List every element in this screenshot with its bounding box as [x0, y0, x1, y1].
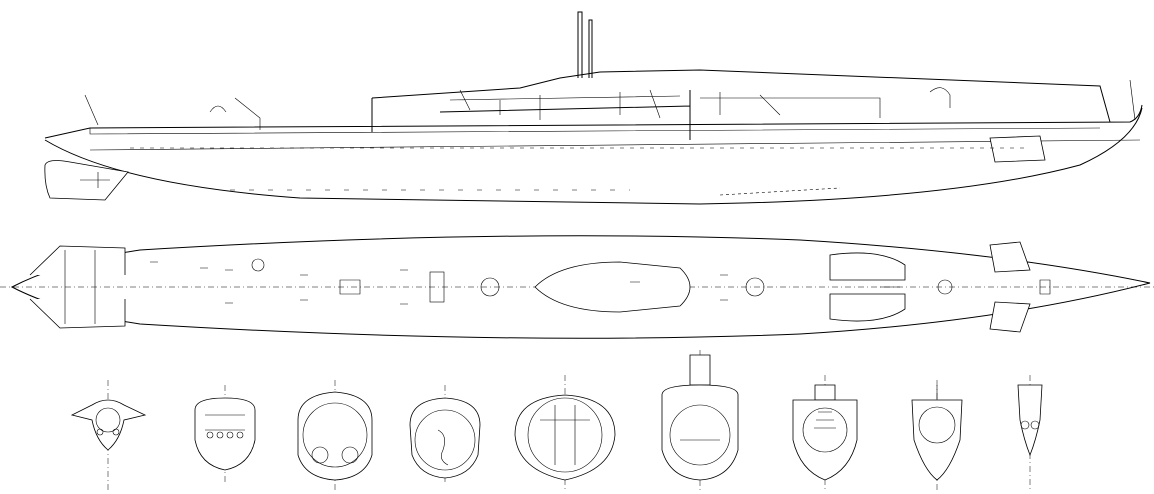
section-2 — [194, 385, 256, 485]
section-8 — [911, 380, 963, 490]
bow-plane-upper — [989, 241, 1031, 273]
gun-fwd — [929, 87, 951, 108]
hull-outline-top — [10, 235, 1151, 339]
cross-sections — [70, 350, 1043, 490]
radio-mast-aft — [84, 94, 99, 126]
section-3 — [297, 380, 373, 490]
bow-deck-top — [829, 252, 906, 322]
hull-deck-line — [44, 104, 1143, 139]
section-4 — [409, 385, 481, 485]
section-6 — [661, 350, 739, 490]
section-7 — [792, 375, 858, 490]
gun-mount-fwd — [745, 277, 765, 297]
conning-tower-top — [534, 261, 691, 313]
hull-bottom-line — [44, 107, 1143, 205]
bridge-details — [449, 89, 881, 120]
gun-mount-aft — [480, 277, 500, 297]
crane-aft — [234, 97, 261, 130]
section-9 — [1017, 375, 1043, 490]
stern-planes-upper — [29, 245, 126, 276]
waterline — [89, 139, 1141, 151]
periscope-1 — [577, 11, 583, 78]
section-1 — [70, 380, 147, 490]
bow-plane — [989, 135, 1046, 163]
top-plan-view — [0, 235, 1154, 339]
propeller — [80, 172, 110, 188]
hatch-aft — [209, 105, 227, 113]
deck-hatch — [429, 271, 445, 303]
stern-guard — [64, 250, 96, 324]
conning-tower — [371, 69, 1111, 140]
deck-fittings — [150, 261, 1051, 305]
hatch-round-fwd — [937, 279, 953, 295]
bow-plane-lower — [989, 301, 1031, 333]
casing-line — [89, 127, 1101, 135]
limber-holes — [130, 147, 1030, 196]
stern-planes-lower — [29, 298, 126, 329]
side-profile-view — [44, 11, 1143, 205]
section-5 — [514, 375, 616, 490]
periscope-2 — [588, 19, 593, 78]
hatch-round — [251, 258, 265, 272]
radio-mast-fwd — [1129, 79, 1136, 121]
